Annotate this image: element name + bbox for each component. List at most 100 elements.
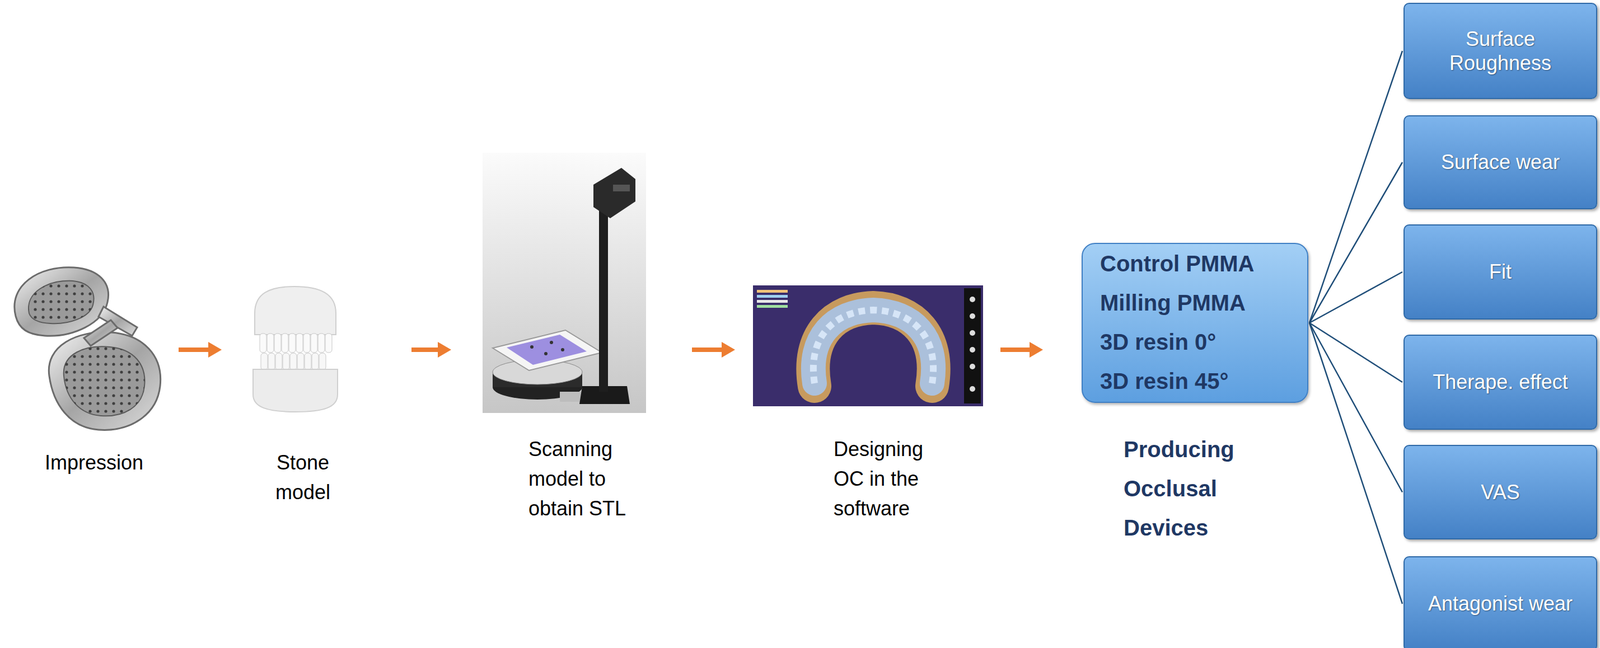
stone-model	[253, 369, 338, 413]
outcome-label: Surface Roughness	[1421, 26, 1579, 76]
step-illustration: Scanning model to obtain STL	[482, 152, 647, 414]
software-screenshot	[969, 296, 976, 303]
outcome-box: Therape. effect	[1403, 334, 1598, 430]
flow-arrow	[411, 347, 439, 353]
method-label: 3D resin 0°	[1100, 322, 1302, 362]
impression-trays	[28, 281, 94, 324]
flow-arrow	[1000, 347, 1031, 353]
outcome-label: Fit	[1489, 259, 1512, 284]
step-caption: Stone model	[263, 447, 343, 508]
software-screenshot	[756, 300, 788, 303]
software-screenshot	[964, 288, 981, 404]
software-screenshot	[813, 310, 934, 384]
stone-model	[297, 353, 304, 371]
software-screenshot	[756, 289, 788, 293]
stone-model	[317, 333, 325, 353]
outcome-label: Surface wear	[1441, 150, 1560, 175]
fan-line	[1309, 323, 1403, 605]
stone-model	[259, 333, 267, 353]
outcome-label: VAS	[1480, 480, 1520, 505]
caption-block: Impression	[26, 447, 162, 478]
step-caption: Designing OC in the software	[833, 434, 946, 524]
text-block: Surface wear	[1441, 145, 1560, 179]
stone-model	[274, 333, 282, 353]
step-caption: Producing Occlusal Devices	[1123, 429, 1236, 548]
scanner-photo	[560, 348, 565, 352]
text-block: Surface Roughness	[1421, 22, 1579, 80]
scanner-photo	[482, 152, 647, 414]
impression-trays	[14, 267, 161, 431]
stone-model	[275, 353, 283, 371]
impression-trays	[63, 346, 145, 416]
stone-model	[254, 286, 336, 335]
impression-trays	[48, 332, 161, 431]
stone-model	[253, 286, 338, 413]
software-screenshot	[969, 363, 976, 370]
caption-block: Producing Occlusal Devices	[1123, 429, 1236, 548]
fan-line	[1309, 323, 1403, 383]
scanner-photo	[613, 184, 630, 192]
stone-model	[303, 333, 311, 353]
step-illustration: Designing OC in the software	[752, 285, 984, 407]
software-screenshot	[752, 285, 984, 407]
stone-model	[267, 333, 274, 353]
software-screenshot	[969, 330, 976, 336]
stone-model	[310, 333, 318, 353]
software-screenshot	[756, 305, 788, 308]
scanner-photo	[593, 167, 636, 219]
scanner-photo	[492, 330, 602, 371]
stone-model	[296, 333, 303, 353]
fan-line	[1309, 272, 1403, 324]
step-caption: Impression	[26, 447, 162, 478]
method-label: Control PMMA	[1100, 244, 1302, 284]
outcome-label: Antagonist wear	[1428, 591, 1573, 616]
outcome-box: Surface wear	[1403, 115, 1598, 210]
step-illustration: Stone model	[250, 285, 339, 414]
fan-line	[1309, 323, 1403, 493]
scanner-photo	[599, 190, 608, 392]
stone-model	[282, 353, 290, 371]
flow-arrow	[178, 347, 210, 353]
text-block: Antagonist wear	[1428, 587, 1573, 621]
stone-model	[289, 353, 297, 371]
stone-model	[319, 353, 326, 371]
fan-line	[1309, 50, 1403, 324]
method-label: Milling PMMA	[1100, 283, 1302, 323]
caption-block: Designing OC in the software	[833, 434, 946, 524]
impression-trays	[28, 281, 94, 324]
outcome-box: Fit	[1403, 224, 1598, 320]
caption-block: Stone model	[263, 447, 343, 508]
method-label: 3D resin 45°	[1100, 361, 1302, 401]
software-screenshot	[756, 295, 788, 298]
stone-model	[260, 353, 268, 371]
scanner-photo	[506, 334, 587, 366]
software-screenshot	[969, 313, 976, 320]
scanner-photo	[549, 340, 554, 345]
software-screenshot	[813, 310, 934, 384]
stone-model	[268, 353, 275, 371]
fan-line	[1309, 162, 1403, 324]
stone-model	[311, 353, 319, 371]
outcome-label: Therape. effect	[1432, 370, 1569, 395]
outcome-box: Surface Roughness	[1403, 2, 1598, 100]
method-box: Control PMMAMilling PMMA3D resin 0°3D re…	[1081, 242, 1309, 404]
stone-model	[325, 333, 332, 353]
text-block: Control PMMAMilling PMMA3D resin 0°3D re…	[1082, 244, 1308, 401]
scanner-photo	[544, 352, 548, 356]
impression-trays	[83, 320, 118, 346]
software-screenshot	[969, 347, 976, 353]
software-screenshot	[812, 307, 934, 387]
software-screenshot	[969, 386, 976, 392]
caption-block: Scanning model to obtain STL	[528, 434, 641, 524]
step-caption: Scanning model to obtain STL	[528, 434, 641, 524]
scanner-photo	[530, 345, 534, 349]
outcome-box: VAS	[1403, 445, 1598, 540]
step-illustration: Impression	[5, 263, 164, 434]
impression-trays	[63, 346, 145, 416]
text-block: Therape. effect	[1432, 365, 1569, 399]
software-screenshot	[752, 285, 984, 407]
scanner-photo	[482, 152, 647, 414]
flow-arrow	[691, 347, 723, 353]
